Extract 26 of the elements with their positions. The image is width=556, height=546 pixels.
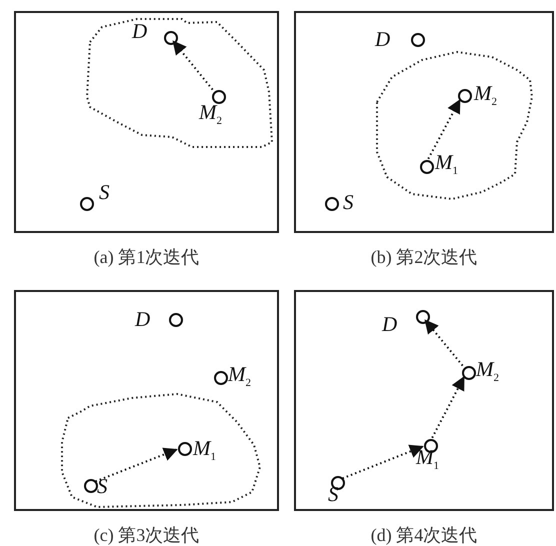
point-label: D <box>132 21 148 42</box>
point-label: M$_{1}$ <box>193 438 216 464</box>
point-label: M$_{2}$ <box>474 83 497 108</box>
dotted-arrow <box>427 98 461 160</box>
dotted-region <box>375 50 534 201</box>
dotted-arrow <box>172 40 214 90</box>
dotted-arrow <box>342 444 424 480</box>
panel-caption: (d) 第4次迭代 <box>370 524 478 546</box>
point-label: S <box>99 182 110 203</box>
point-label: D <box>135 309 150 330</box>
point-label: M$_{2}$ <box>476 359 499 384</box>
dotted-arrow <box>95 448 178 482</box>
point-label: M$_{2}$ <box>228 364 251 390</box>
point-label: D <box>382 314 398 335</box>
point-label: S <box>97 476 108 497</box>
point-label: M$_{2}$ <box>199 102 222 128</box>
dotted-region <box>60 392 262 509</box>
panel-caption: (a) 第1次迭代 <box>94 246 200 269</box>
dotted-arrow <box>424 319 464 366</box>
dotted-arrow <box>431 376 465 438</box>
point-label: M$_{1}$ <box>435 152 458 178</box>
point-label: S <box>343 192 354 213</box>
dotted-region <box>85 17 274 149</box>
panel-caption: (c) 第3次迭代 <box>94 524 200 546</box>
point-label: D <box>375 29 390 50</box>
panel-caption: (b) 第2次迭代 <box>370 246 478 269</box>
